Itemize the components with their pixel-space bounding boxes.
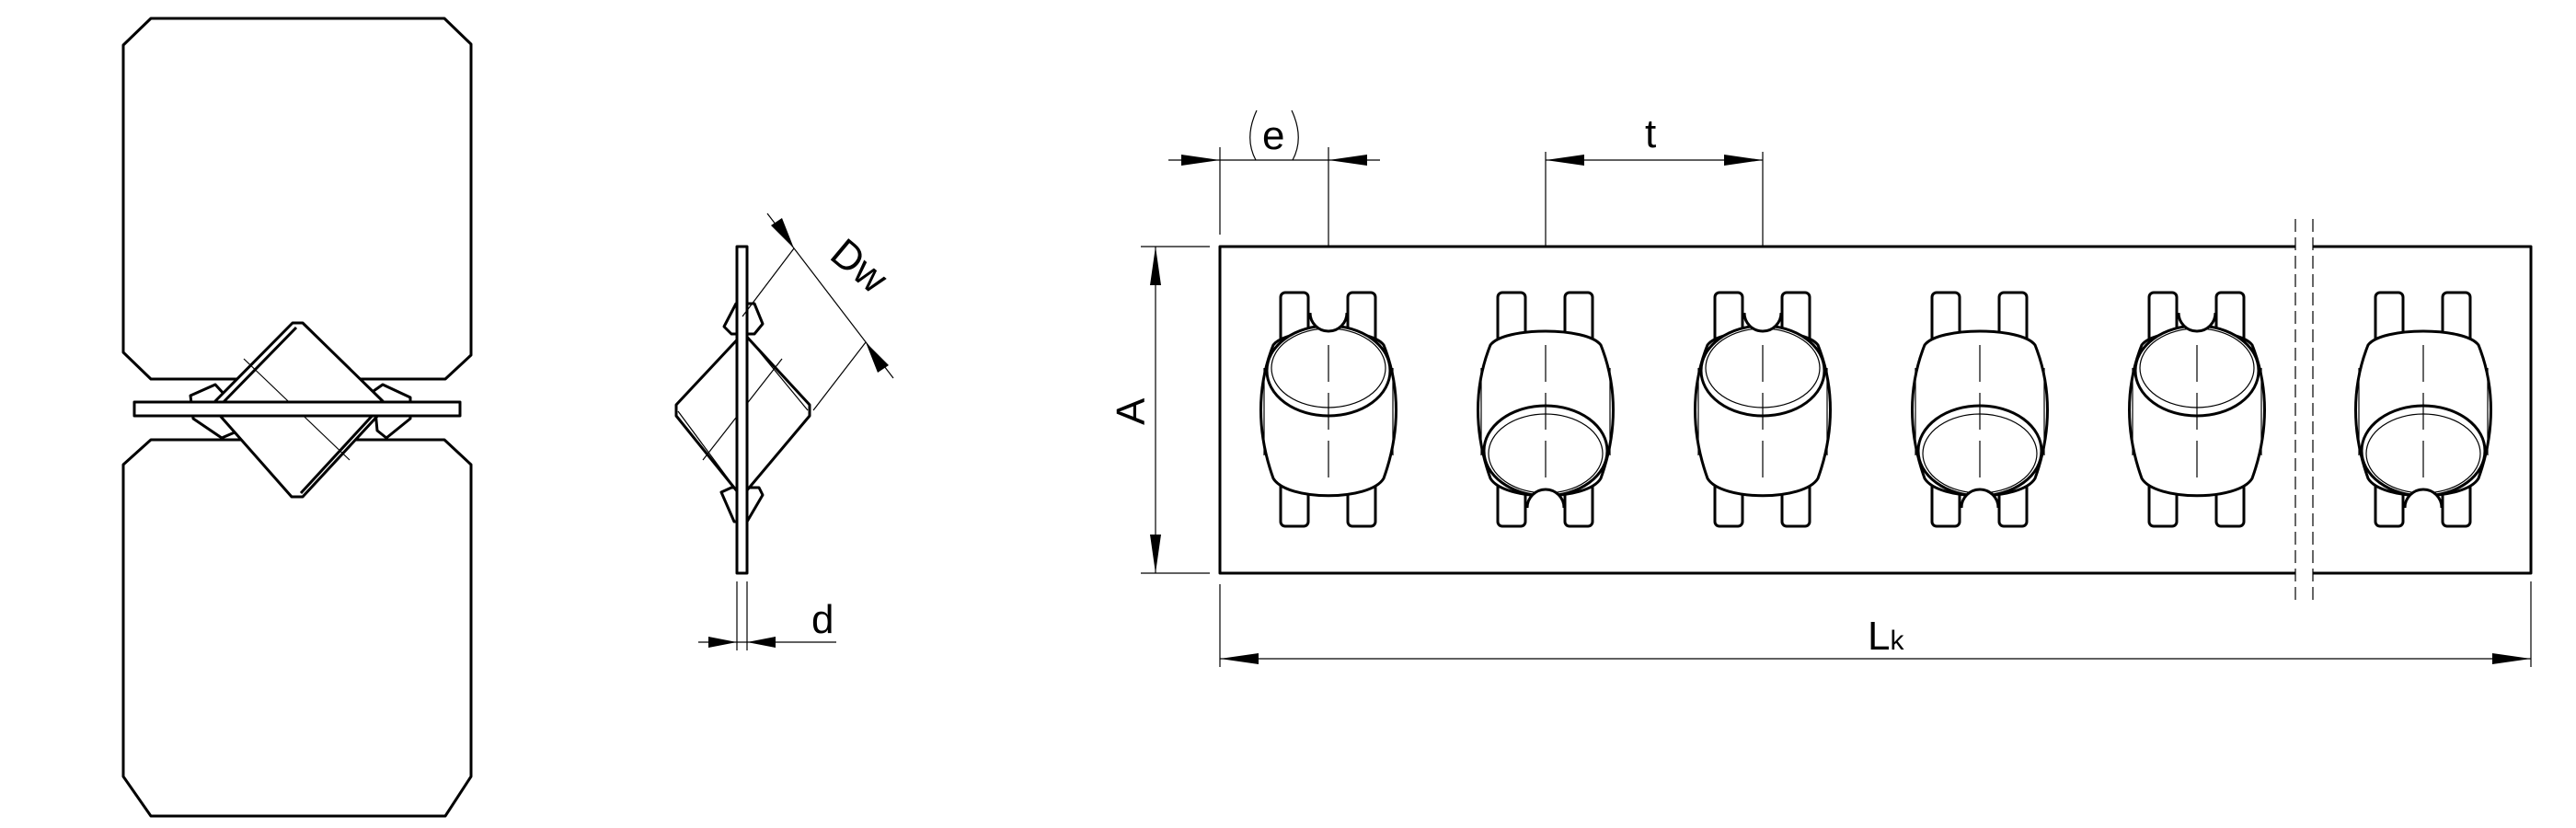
lower-block: [121, 438, 473, 818]
body-edge: [1915, 368, 2045, 455]
d-arrow-1: [708, 637, 737, 648]
side-view-in-pocket: [121, 17, 473, 818]
tape-pocket-component: [1259, 291, 1397, 528]
lk-arrow-2: [2492, 653, 2531, 664]
body-edge: [1263, 368, 1394, 455]
notch: [1742, 312, 1783, 333]
d-label: d: [811, 597, 834, 642]
notch: [2177, 312, 2217, 333]
lk-arrow-1: [1220, 653, 1259, 664]
body-edge: [1480, 368, 1611, 455]
e-arrow-1: [1181, 155, 1220, 166]
notch: [1960, 488, 2000, 509]
e-label: e: [1262, 113, 1284, 158]
t-label: t: [1645, 111, 1656, 156]
notch: [2403, 488, 2444, 509]
dw-label: Dw: [822, 230, 896, 303]
notch: [1308, 312, 1349, 333]
dw-extension-1: [742, 247, 795, 317]
notch: [1525, 488, 1566, 509]
carrier-strip: [735, 245, 749, 575]
tape-outline: [1218, 245, 2533, 575]
tape-pocket-component: [2128, 291, 2266, 528]
front-view: Dw d: [674, 213, 896, 650]
dw-arrow-1: [771, 218, 794, 248]
body-edge: [2358, 368, 2489, 455]
tape-pocket-component: [1694, 291, 1832, 528]
body-edge: [1697, 368, 1828, 455]
carrier-strip-section: [132, 400, 462, 418]
tape-top-view: e t A Lk: [1109, 109, 2533, 667]
tape-pocket-component: [2354, 291, 2492, 528]
d-arrow-2: [747, 637, 776, 648]
a-arrow-1: [1150, 247, 1161, 285]
t-arrow-1: [1546, 155, 1584, 166]
tape-pocket-component: [1911, 291, 2049, 528]
lk-label: Lk: [1868, 614, 1904, 659]
tape-pocket-component: [1477, 291, 1615, 528]
a-arrow-2: [1150, 535, 1161, 573]
upper-block: [121, 17, 473, 381]
e-reference-parentheses: [1249, 109, 1299, 161]
dw-extension-2: [812, 341, 867, 411]
dw-arrow-2: [866, 342, 889, 373]
t-arrow-2: [1724, 155, 1763, 166]
e-arrow-2: [1328, 155, 1367, 166]
a-label: A: [1109, 397, 1154, 425]
body-edge: [2132, 368, 2262, 455]
